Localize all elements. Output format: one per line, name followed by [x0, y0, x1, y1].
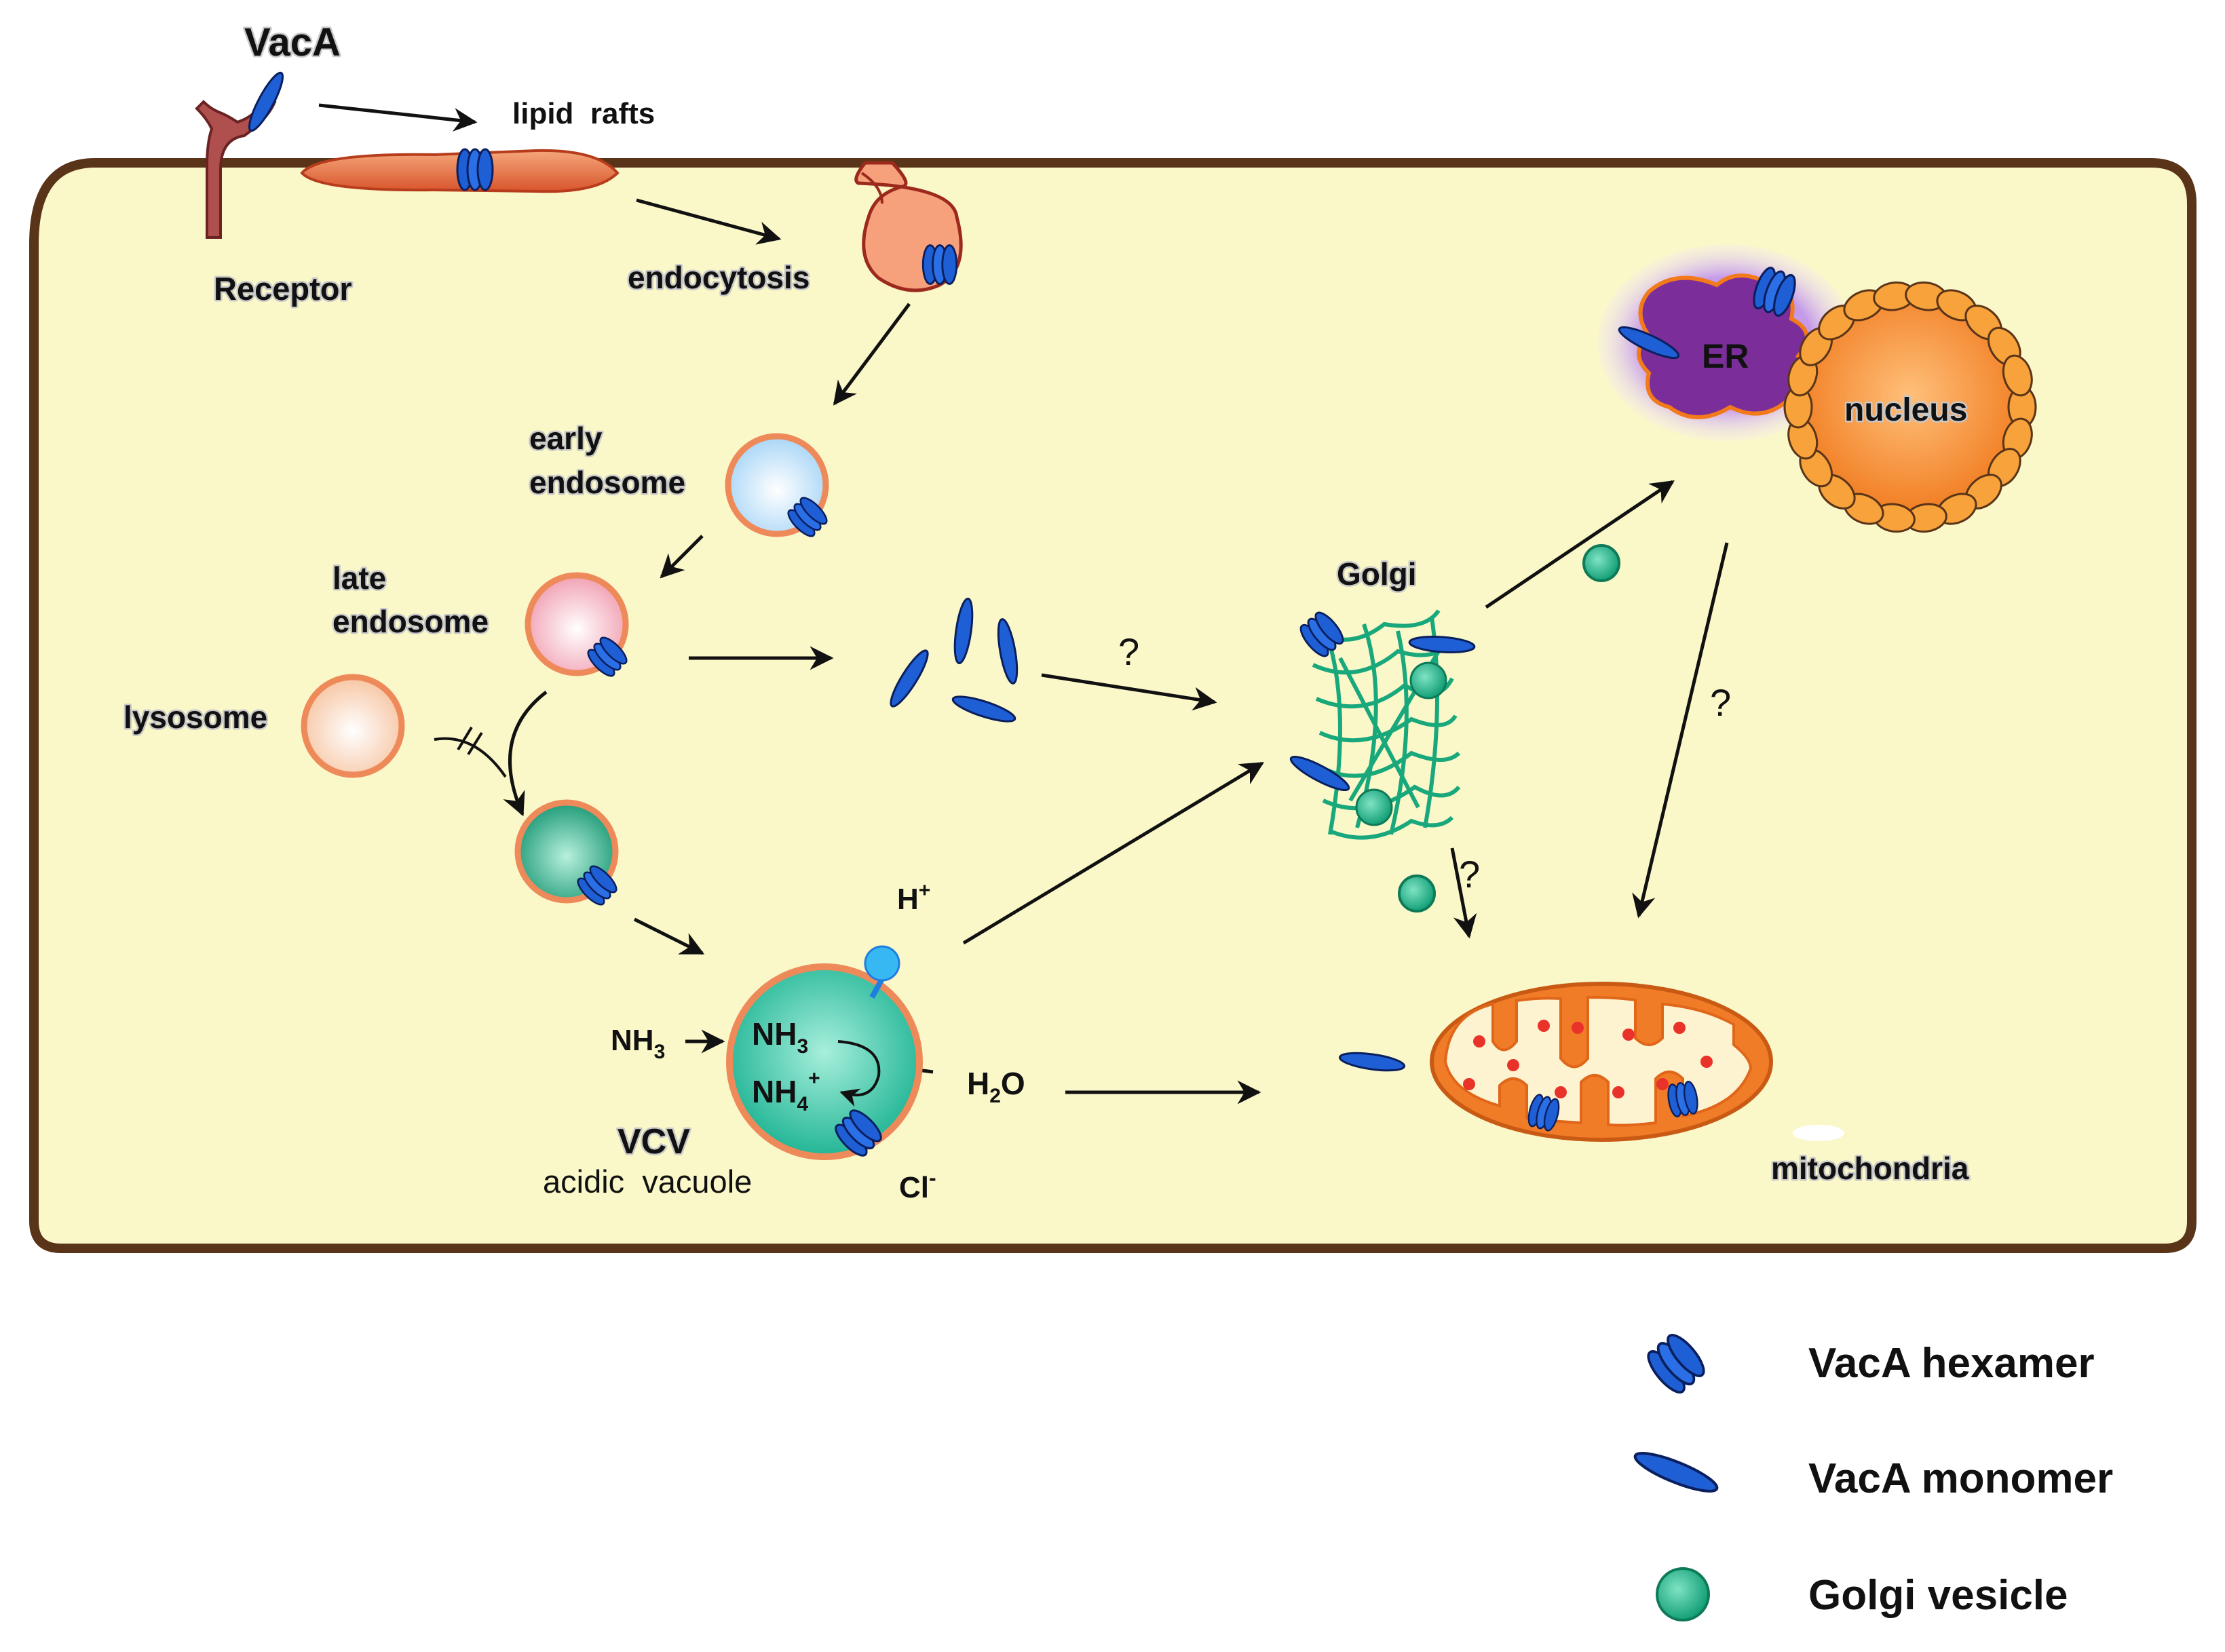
cell-membrane [29, 158, 2197, 1253]
er-label: ER [1702, 337, 1749, 375]
lysosome-label: lysosome [123, 699, 267, 735]
golgi-vesicle [1398, 875, 1436, 913]
mitochondria-label: mitochondria [1771, 1151, 1969, 1186]
cl-label: Cl- [899, 1166, 936, 1204]
golgi-label: Golgi [1337, 556, 1417, 592]
legend-golgi-vesicle-label: Golgi vesicle [1808, 1572, 2068, 1619]
late-endosome-label-2: endosome [332, 604, 489, 639]
legend-monomer-icon [1631, 1446, 1720, 1498]
nh4-inside-label: NH4+ [752, 1067, 820, 1115]
legend-golgi-vesicle-icon [1656, 1567, 1710, 1621]
legend: VacA hexamer VacA monomer Golgi vesicle [1631, 1328, 2113, 1621]
nh3-outside-label: NH3 [611, 1024, 665, 1063]
question-mark-3: ? [1459, 853, 1480, 896]
vcv-acidic-vacuole [726, 963, 923, 1160]
receptor-icon [195, 94, 277, 239]
question-mark-1: ? [1118, 630, 1139, 673]
h-plus-label: H+ [897, 879, 930, 916]
legend-hexamer-icon [1641, 1328, 1711, 1399]
golgi-vesicle [1582, 544, 1620, 582]
vaca-label: VacA [244, 20, 341, 64]
early-endosome-label-2: endosome [529, 465, 685, 500]
legend-monomer-label: VacA monomer [1808, 1455, 2113, 1502]
mitochondrion [1430, 982, 1773, 1142]
vaca-monomer-free [243, 68, 289, 136]
nuclear-pore [2002, 354, 2033, 397]
vcv-label: VCV [617, 1122, 690, 1161]
vaca-hexamer-pit [921, 244, 958, 285]
question-mark-2: ? [1710, 681, 1731, 724]
h2o-label: H2O [967, 1066, 1025, 1107]
late-endosome-label-1: late [332, 560, 386, 596]
nucleus [1783, 281, 2037, 533]
proton-pump [864, 945, 900, 999]
blocked-marker [434, 726, 507, 778]
early-endosome-label-1: early [529, 421, 603, 456]
endocytosis-label: endocytosis [628, 260, 810, 295]
receptor-label: Receptor [214, 271, 352, 307]
acidic-vacuole-label: acidic vacuole [543, 1164, 752, 1199]
nh3-inside-label: NH3 [752, 1016, 808, 1058]
vaca-hexamer-raft [456, 148, 494, 191]
nucleus-label: nucleus [1844, 392, 1967, 428]
lysosome [301, 674, 405, 778]
lipid-rafts-label: lipid rafts [512, 97, 655, 130]
legend-hexamer-label: VacA hexamer [1808, 1340, 2095, 1387]
